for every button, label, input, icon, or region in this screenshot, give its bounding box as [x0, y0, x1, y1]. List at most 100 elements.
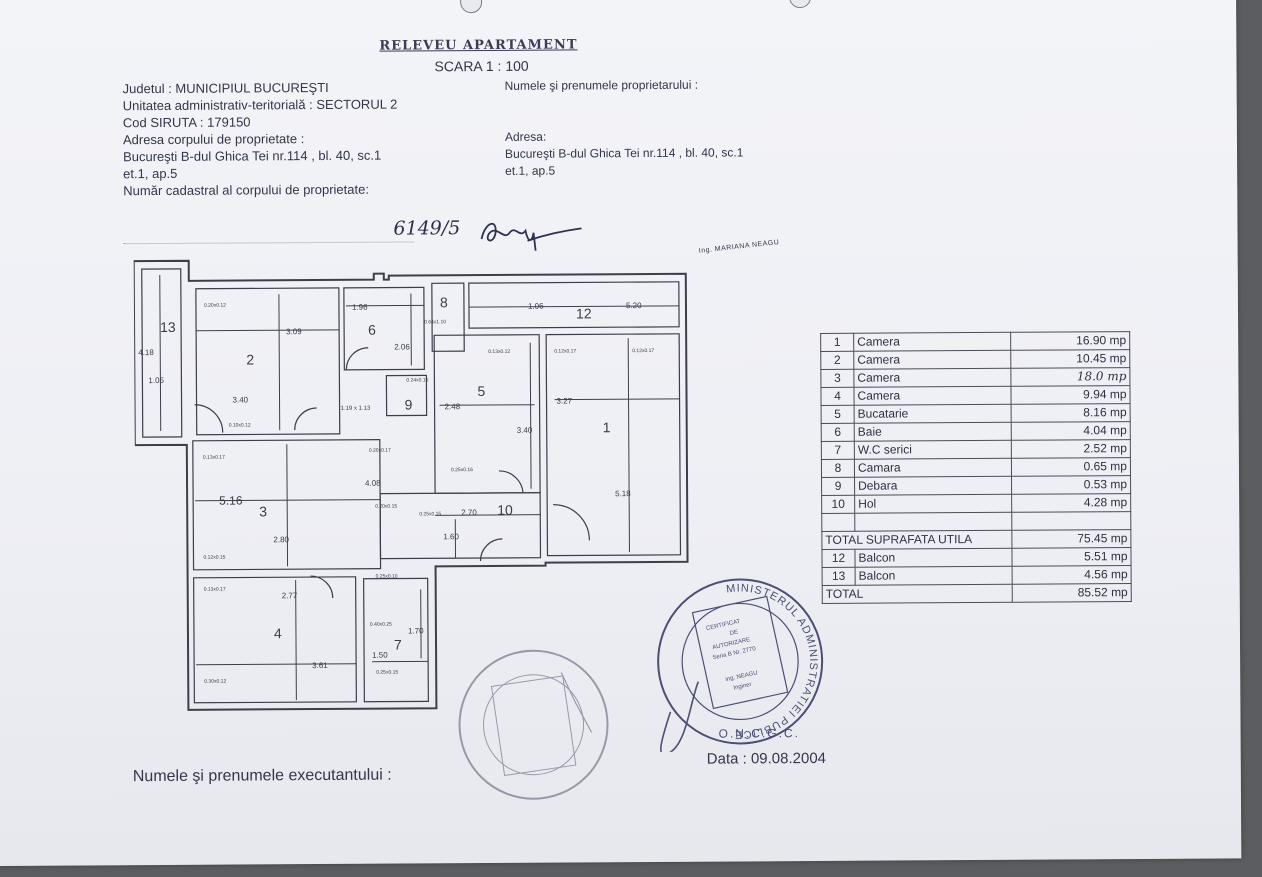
engineer-label: Ing. MARIANA NEAGU	[698, 238, 780, 255]
dim-4-18: 4.18	[138, 348, 154, 357]
svg-text:O.N.C.G.C.: O.N.C.G.C.	[719, 726, 800, 740]
owner-label: Numele şi prenumele proprietarului :	[504, 77, 699, 93]
unitate-line: Unitatea administrativ-teritorială : SEC…	[122, 96, 398, 114]
faded-stamp	[453, 632, 614, 823]
document-sheet: RELEVEU APARTAMENT SCARA 1 : 100 Judetul…	[0, 0, 1242, 866]
opening-5: 0.12x0.17	[632, 348, 654, 354]
room-label-4: 4	[274, 625, 282, 641]
room-label-13: 13	[160, 319, 176, 335]
adresa-corp-label: Adresa corpului de proprietate :	[122, 131, 305, 148]
room-label-6: 6	[368, 322, 376, 338]
svg-text:MINISTERUL ADMINISTRATIEI PUBL: MINISTERUL ADMINISTRATIEI PUBLICE	[726, 582, 820, 741]
opening-3: 0.13x0.12	[488, 349, 510, 355]
room-label-2: 2	[246, 351, 254, 367]
dim-2-70: 2.70	[461, 508, 477, 517]
cadastral-value: 6149/5	[393, 217, 461, 240]
dim-1-50: 1.50	[372, 651, 388, 660]
opening-2: 0.10x0.12	[229, 422, 251, 428]
adresa-line1: Bucureşti B-dul Ghica Tei nr.114 , bl. 4…	[504, 145, 744, 161]
opening-13: 0.12x0.15	[203, 555, 225, 561]
dim-5-18: 5.18	[615, 489, 631, 498]
dim-1-05: 1.05	[148, 376, 164, 385]
opening-6: 0.64x1.10	[424, 319, 446, 325]
svg-text:Inginer: Inginer	[733, 682, 752, 692]
dim-5-20: 5.20	[626, 301, 642, 310]
adresa-corp-line1: Bucureşti B-dul Ghica Tei nr.114 , bl. 4…	[122, 147, 382, 165]
opening-9: 0.20x0.17	[369, 448, 391, 454]
signature-scribble	[480, 223, 582, 251]
adresa-corp-line2: et.1, ap.5	[123, 165, 178, 182]
room-label-9: 9	[405, 396, 413, 412]
dim-3-40-b: 3.40	[517, 426, 533, 435]
dim-2-80: 2.80	[273, 535, 289, 544]
room-label-3: 3	[259, 503, 267, 519]
dim-2-77: 2.77	[282, 591, 298, 600]
dim-1-70: 1.70	[408, 626, 424, 635]
official-stamp: MINISTERUL ADMINISTRATIEI PUBLICE O.N.C.…	[650, 571, 831, 757]
dim-4-08: 4.08	[365, 479, 381, 488]
room-label-10: 10	[497, 502, 513, 518]
opening-17: 0.40x0.25	[370, 622, 392, 628]
dim-3-61: 3.61	[312, 661, 328, 670]
opening-18: 0.25x0.10	[376, 574, 398, 580]
opening-8: 0.25x0.16	[451, 467, 473, 473]
scale-label: SCARA 1 : 100	[434, 57, 529, 75]
opening-7: 0.24x0.16	[406, 377, 428, 383]
room-label-1: 1	[603, 419, 611, 435]
dim-2-06: 2.06	[394, 342, 410, 351]
dim-3-09: 3.09	[286, 327, 302, 336]
dim-1-19x1-13: 1.19 x 1.13	[341, 406, 371, 412]
stamp-seal-icon: MINISTERUL ADMINISTRATIEI PUBLICE O.N.C.…	[657, 578, 824, 756]
opening-1: 0.20x0.12	[204, 303, 226, 309]
punch-hole-left	[460, 0, 483, 14]
dim-1-60: 1.60	[443, 532, 459, 541]
opening-14: 0.13x0.17	[204, 587, 226, 593]
room-label-7: 7	[394, 637, 402, 653]
executant-label: Numele şi prenumele executantului :	[132, 766, 392, 786]
dim-1-96: 1.96	[352, 303, 368, 312]
judet-line: Judetul : MUNICIPIUL BUCUREŞTI	[122, 79, 329, 97]
punch-hole-right	[789, 0, 812, 9]
faded-seal-icon	[458, 649, 609, 800]
svg-text:DE: DE	[729, 629, 738, 637]
opening-11: 0.20x0.15	[375, 504, 397, 510]
room-label-5: 5	[477, 383, 485, 399]
table-row-empty	[821, 511, 1131, 532]
siruta-line: Cod SIRUTA : 179150	[122, 114, 251, 131]
dim-3-27: 3.27	[557, 396, 573, 405]
opening-12: 0.25x0.15	[419, 511, 441, 517]
document-title: RELEVEU APARTAMENT	[379, 37, 578, 54]
opening-4: 0.12x0.17	[554, 348, 576, 354]
cadastral-dotted-line	[123, 241, 414, 245]
room-label-8: 8	[440, 294, 448, 310]
floor-plan: 13 2 6 8 12 9 5 1 3 10 4 7 4.18 1.05 3.0…	[132, 252, 697, 722]
dim-3-40-a: 3.40	[233, 395, 249, 404]
adresa-line2: et.1, ap.5	[505, 163, 556, 178]
dim-5-16: 5.16	[219, 493, 243, 507]
dim-1-06: 1.06	[528, 302, 544, 311]
cadastral-label: Număr cadastral al corpului de proprieta…	[123, 181, 369, 199]
svg-text:ing. NEAGU: ing. NEAGU	[725, 670, 758, 683]
adresa-label: Adresa:	[504, 129, 547, 144]
opening-15: 0.30x0.12	[204, 679, 226, 685]
dim-2-48: 2.48	[445, 402, 461, 411]
opening-10: 0.13x0.17	[203, 455, 225, 461]
opening-16: 0.25x0.15	[376, 670, 398, 676]
floor-plan-drawing: 13 2 6 8 12 9 5 1 3 10 4 7 4.18 1.05 3.0…	[132, 259, 689, 711]
room-label-12: 12	[576, 305, 592, 321]
